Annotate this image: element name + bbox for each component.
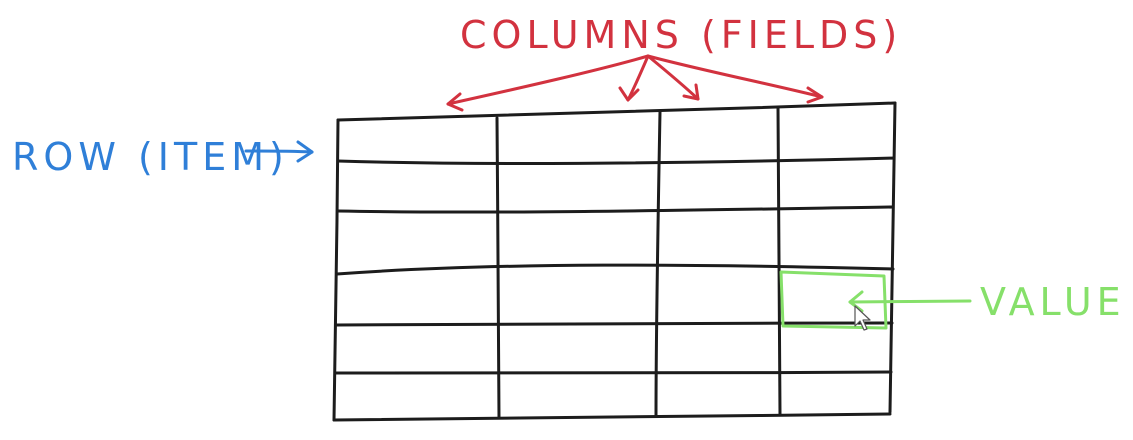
columns-arrow-4-head <box>806 86 824 104</box>
row-arrow-head <box>296 140 314 163</box>
value-annotation <box>779 270 972 330</box>
table-border-top <box>336 101 897 122</box>
row-arrow-shaft <box>244 149 314 154</box>
columns-arrow-2 <box>626 54 650 102</box>
columns-arrow-4 <box>646 54 824 99</box>
row-line-4 <box>334 321 894 327</box>
table-border-left <box>332 118 340 422</box>
columns-arrows <box>446 54 824 112</box>
columns-label: COLUMNS (FIELDS) <box>460 13 902 57</box>
table-grid <box>332 101 897 422</box>
col-line-1 <box>495 116 501 420</box>
row-line-1 <box>336 156 896 166</box>
columns-arrow-3-head <box>682 83 700 101</box>
table-border-bottom <box>332 412 892 422</box>
value-cell-highlight <box>779 270 888 330</box>
col-line-2 <box>654 110 662 418</box>
mouse-pointer-icon <box>854 305 871 331</box>
row-line-3 <box>335 263 895 276</box>
columns-arrow-3 <box>646 54 700 101</box>
row-line-2 <box>336 205 895 214</box>
row-label: ROW (ITEM) <box>12 135 289 179</box>
col-line-3 <box>776 105 782 416</box>
table-border-right <box>888 101 897 414</box>
columns-arrow-1-head <box>446 92 464 112</box>
row-line-5 <box>334 370 893 375</box>
columns-arrow-2-head <box>618 86 640 102</box>
row-arrow <box>244 140 314 163</box>
value-arrow-shaft <box>848 299 972 304</box>
value-label: VALUE <box>980 280 1126 324</box>
columns-arrow-1 <box>446 54 650 106</box>
